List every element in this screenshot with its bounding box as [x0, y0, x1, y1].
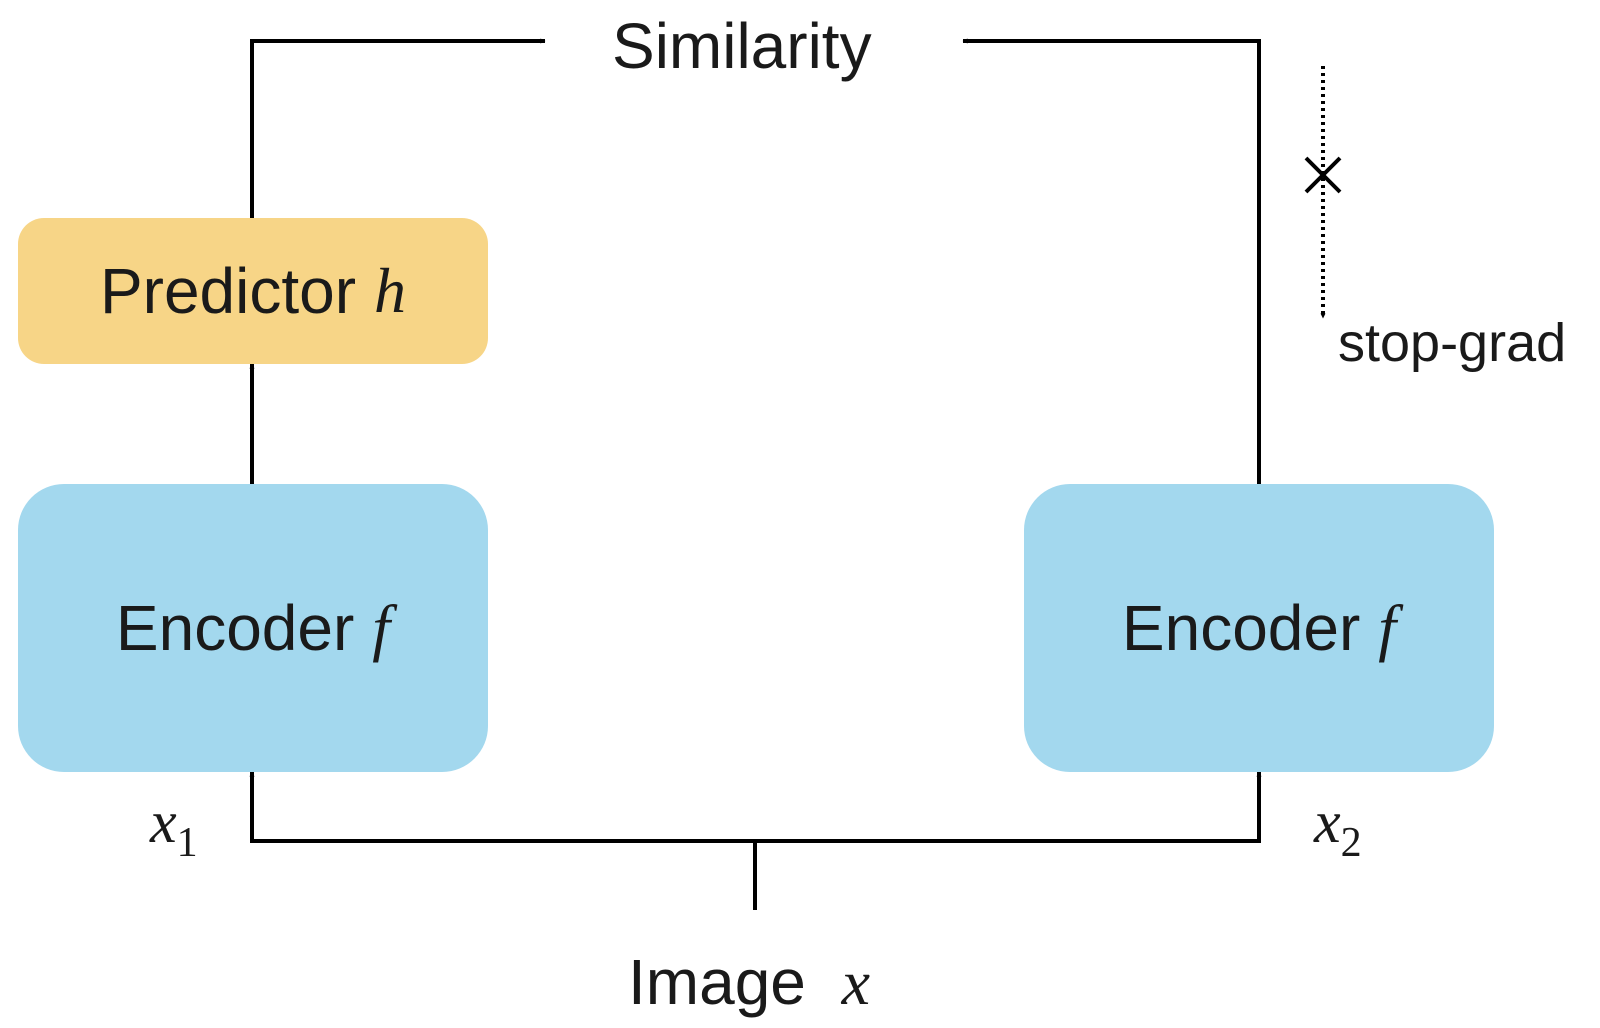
- encoder-left-box: Encoder f: [18, 484, 488, 772]
- view-x2-subscript: 2: [1340, 820, 1362, 866]
- view-x1-label: x1: [150, 792, 198, 864]
- image-input-text: Image: [628, 946, 806, 1018]
- encoder-right-to-similarity-arrow: [962, 38, 1261, 484]
- predictor-symbol: h: [374, 255, 407, 326]
- view-x2-base: x: [1314, 789, 1341, 855]
- image-input-symbol: x: [841, 947, 871, 1018]
- input-to-encoder-right-arrow: [755, 771, 1262, 843]
- predictor-to-similarity-arrow: [250, 38, 546, 218]
- stop-grad-cross-icon: [1304, 156, 1342, 194]
- view-x1-base: x: [150, 789, 177, 855]
- predictor-label: Predictor: [99, 255, 357, 327]
- similarity-label: Similarity: [612, 10, 872, 82]
- view-x2-label: x2: [1314, 792, 1362, 864]
- predictor-box: Predictor h: [18, 218, 488, 364]
- encoder-left-symbol: f: [372, 592, 391, 663]
- encoder-right-box: Encoder f: [1024, 484, 1494, 772]
- image-input-label: Image x: [628, 950, 870, 1015]
- stop-grad-label: stop-grad: [1338, 313, 1567, 373]
- view-x1-subscript: 1: [176, 820, 198, 866]
- input-to-encoder-left-arrow: [249, 771, 755, 843]
- encoder-right-label: Encoder: [1121, 592, 1361, 664]
- encoder-left-label: Encoder: [115, 592, 355, 664]
- encoder-right-symbol: f: [1378, 592, 1397, 663]
